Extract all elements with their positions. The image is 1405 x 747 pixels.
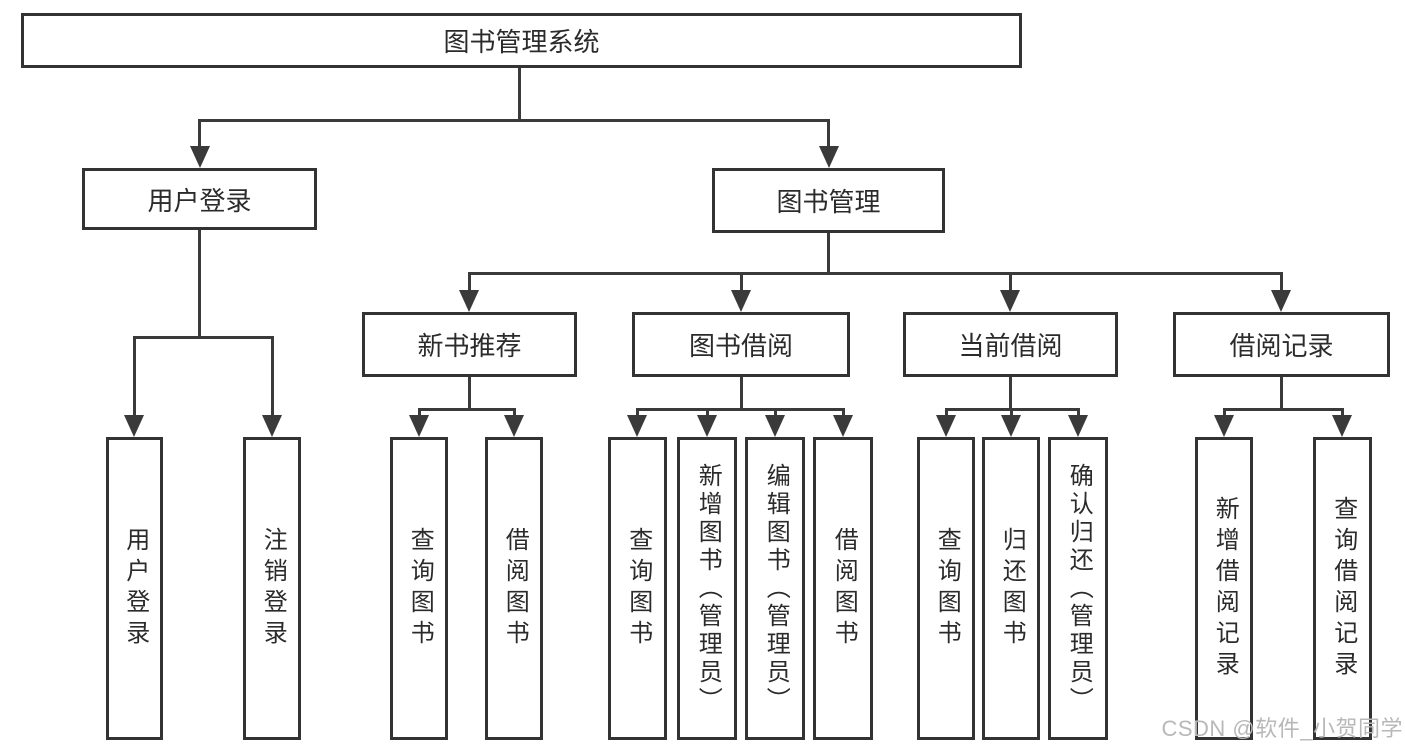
- arrow-down-icon: [833, 415, 853, 437]
- node-label: 新增借阅记录: [1211, 495, 1239, 682]
- connector-line: [418, 408, 421, 417]
- leaf-add-borrow-record: 新增借阅记录: [1195, 437, 1253, 740]
- connector-line: [1009, 272, 1012, 292]
- node-label: 借阅记录: [1229, 331, 1334, 361]
- connector-line: [945, 408, 948, 417]
- node-label: 归还图书: [998, 526, 1026, 651]
- node-label: 查询借阅记录: [1329, 495, 1357, 682]
- connector-recommend-stem: [468, 377, 471, 410]
- node-label: 图书借阅: [688, 331, 793, 361]
- node-borrowing-records: 借阅记录: [1173, 312, 1390, 377]
- leaf-logout: 注销登录: [243, 437, 301, 740]
- arrow-down-icon: [731, 290, 751, 312]
- connector-line: [198, 119, 201, 148]
- node-current-borrowing: 当前借阅: [903, 312, 1118, 377]
- connector-line: [636, 408, 639, 417]
- arrow-down-icon: [819, 146, 839, 168]
- node-book-management: 图书管理: [712, 168, 945, 233]
- node-label: 图书管理: [776, 187, 881, 217]
- connector-line: [740, 272, 743, 292]
- node-book-management-system: 图书管理系统: [21, 13, 1022, 68]
- arrow-down-icon: [190, 146, 210, 168]
- leaf-edit-books-admin: 编辑图书（管理员）: [745, 437, 805, 740]
- arrow-down-icon: [765, 415, 785, 437]
- node-user-login: 用户登录: [82, 168, 317, 230]
- connector-line: [133, 336, 136, 417]
- leaf-confirm-return-admin: 确认归还（管理员）: [1048, 437, 1108, 740]
- connector-current-stem: [1009, 377, 1012, 410]
- leaf-query-books-current: 查询图书: [917, 437, 975, 740]
- connector-line: [513, 408, 516, 417]
- arrow-down-icon: [504, 415, 524, 437]
- arrow-down-icon: [409, 415, 429, 437]
- node-label: 查询图书: [933, 526, 961, 651]
- node-new-book-recommend: 新书推荐: [362, 312, 577, 377]
- connector-line: [706, 408, 709, 417]
- arrow-down-icon: [936, 415, 956, 437]
- connector-line: [774, 408, 777, 417]
- node-label: 新增图书（管理员）: [694, 462, 722, 715]
- arrow-down-icon: [627, 415, 647, 437]
- node-label: 新书推荐: [417, 331, 522, 361]
- arrow-down-icon: [1068, 415, 1088, 437]
- node-label: 图书管理系统: [443, 27, 600, 57]
- node-label: 确认归还（管理员）: [1065, 462, 1093, 715]
- connector-borrowing-bar: [636, 408, 845, 411]
- connector-level3-bar: [468, 272, 1282, 275]
- arrow-down-icon: [1001, 415, 1021, 437]
- connector-user-login-bar: [133, 336, 273, 339]
- connector-line: [827, 119, 830, 148]
- node-label: 编辑图书（管理员）: [762, 462, 790, 715]
- arrow-down-icon: [1271, 290, 1291, 312]
- connector-borrowing-stem: [740, 377, 743, 410]
- connector-records-stem: [1280, 377, 1283, 410]
- connector-line: [1341, 408, 1344, 417]
- connector-line: [1010, 408, 1013, 417]
- node-label: 查询图书: [624, 526, 652, 651]
- csdn-watermark: CSDN @软件_小贺同学: [1161, 716, 1403, 741]
- node-label: 借阅图书: [830, 526, 858, 651]
- leaf-query-borrow-record: 查询借阅记录: [1313, 437, 1372, 740]
- connector-line: [842, 408, 845, 417]
- connector-line: [468, 272, 471, 292]
- node-book-borrowing: 图书借阅: [632, 312, 850, 377]
- leaf-query-books-borrowing: 查询图书: [608, 437, 667, 740]
- arrow-down-icon: [262, 415, 282, 437]
- connector-recommend-bar: [418, 408, 516, 411]
- arrow-down-icon: [1214, 415, 1234, 437]
- arrow-down-icon: [1332, 415, 1352, 437]
- leaf-borrow-books-recommend: 借阅图书: [485, 437, 543, 740]
- leaf-return-books: 归还图书: [982, 437, 1040, 740]
- node-label: 注销登录: [259, 526, 287, 651]
- connector-line: [271, 336, 274, 417]
- connector-book-mgmt-stem: [827, 233, 830, 274]
- leaf-query-books-recommend: 查询图书: [390, 437, 448, 740]
- connector-level2-bar: [198, 119, 830, 122]
- arrow-down-icon: [697, 415, 717, 437]
- node-label: 借阅图书: [501, 526, 529, 651]
- leaf-borrow-books-borrowing: 借阅图书: [813, 437, 873, 740]
- connector-line: [1223, 408, 1226, 417]
- node-label: 用户登录: [121, 526, 149, 651]
- node-label: 当前借阅: [958, 331, 1063, 361]
- leaf-add-books-admin: 新增图书（管理员）: [677, 437, 737, 740]
- node-label: 查询图书: [406, 526, 434, 651]
- connector-root-stem: [518, 68, 521, 121]
- connector-line: [1280, 272, 1283, 292]
- connector-user-login-stem: [198, 230, 201, 336]
- connector-line: [1077, 408, 1080, 417]
- connector-records-bar: [1223, 408, 1344, 411]
- arrow-down-icon: [124, 415, 144, 437]
- node-label: 用户登录: [147, 185, 252, 216]
- arrow-down-icon: [1000, 290, 1020, 312]
- leaf-user-login: 用户登录: [106, 437, 163, 740]
- arrow-down-icon: [459, 290, 479, 312]
